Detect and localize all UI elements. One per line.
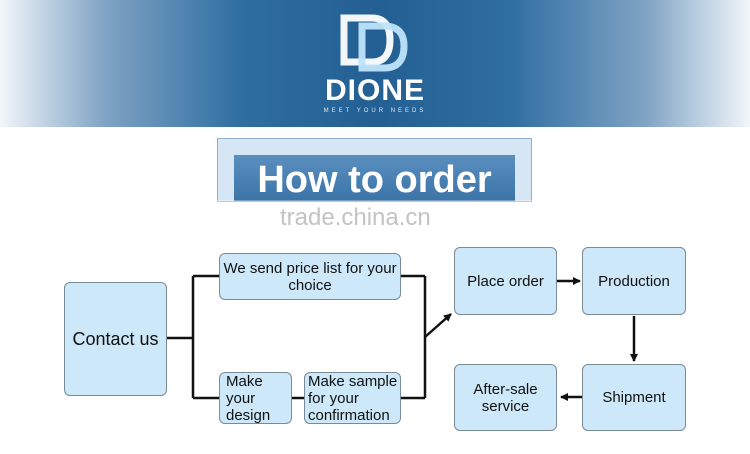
step-after-sale: After-sale service — [454, 364, 557, 431]
step-price-list: We send price list for your choice — [219, 253, 401, 300]
dione-logo-icon — [340, 14, 408, 72]
title-frame: How to order — [217, 138, 532, 202]
step-production: Production — [582, 247, 686, 315]
brand-tagline: MEET YOUR NEEDS — [323, 108, 427, 114]
watermark-text: trade.china.cn — [280, 204, 431, 231]
step-contact-us: Contact us — [64, 282, 167, 396]
step-place-order: Place order — [454, 247, 557, 315]
step-shipment: Shipment — [582, 364, 686, 431]
arrow-to-place-order — [424, 313, 452, 338]
step-make-sample: Make sample for your confirmation — [304, 372, 401, 424]
page-title: How to order — [257, 159, 492, 201]
title-reflection — [205, 200, 545, 220]
step-make-design: Make your design — [219, 372, 292, 424]
title-banner: How to order — [234, 155, 515, 201]
brand-name: DIONE — [324, 74, 425, 107]
header-banner: DIONE MEET YOUR NEEDS — [0, 0, 750, 127]
